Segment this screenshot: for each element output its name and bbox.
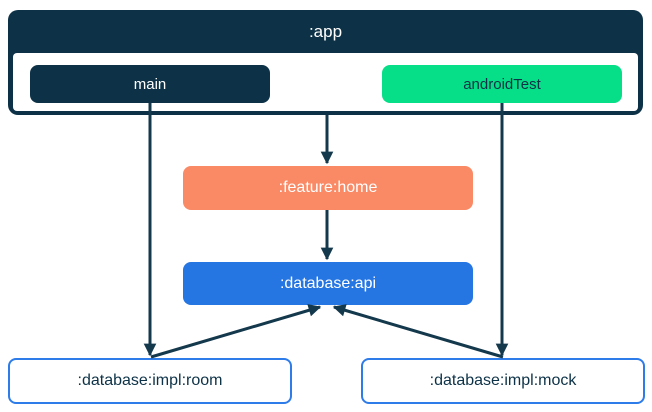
node-androidtest-sourceset: androidTest — [382, 65, 622, 103]
database-api-label: :database:api — [279, 274, 377, 292]
androidtest-sourceset-label: androidTest — [463, 75, 541, 93]
node-main-sourceset: main — [30, 65, 270, 103]
database-impl-mock-label: :database:impl:mock — [429, 372, 577, 389]
node-feature-home-module: :feature:home — [183, 166, 473, 210]
node-database-api-module: :database:api — [183, 262, 473, 305]
app-module-title: :app — [308, 21, 343, 41]
edge-database-impl-room-to-database-api-arrow — [150, 304, 322, 359]
node-database-impl-mock-module: :database:impl:mock — [361, 358, 645, 404]
main-sourceset-label: main — [133, 75, 167, 93]
feature-home-label: :feature:home — [278, 179, 378, 196]
edge-database-impl-mock-to-database-api-arrow — [332, 304, 504, 359]
database-impl-room-label: :database:impl:room — [77, 372, 223, 389]
node-database-impl-room-module: :database:impl:room — [8, 358, 292, 404]
